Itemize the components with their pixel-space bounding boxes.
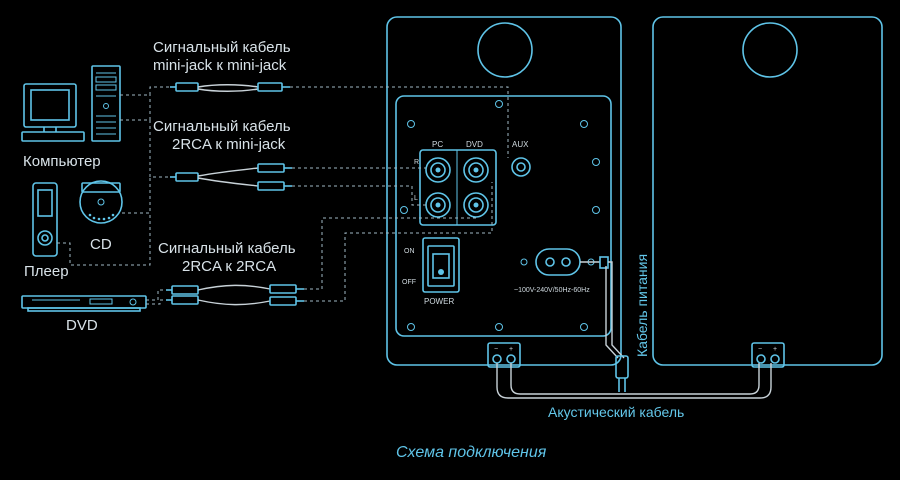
terminal-minus-label: −	[494, 346, 498, 353]
power-label: POWER	[424, 297, 454, 306]
rca-minijack-cable: Сигнальный кабель 2RCA к mini-jack	[153, 118, 426, 206]
panel-screws	[400, 100, 600, 331]
cable1-label-line1: Сигнальный кабель	[153, 39, 291, 56]
tweeter-left	[477, 22, 533, 78]
power-cable-label: Кабель питания	[634, 254, 650, 357]
diagram-caption: Схема подключения	[396, 444, 547, 461]
terminal-plus-label: +	[509, 346, 513, 353]
tweeter-right	[742, 22, 798, 78]
aux-input[interactable]: AUX	[511, 140, 531, 177]
left-channel-label: L	[414, 195, 418, 202]
speaker-cable: Акустический кабель	[496, 363, 772, 420]
rca-plug-icon	[166, 285, 199, 295]
speaker-cable-label: Акустический кабель	[548, 404, 684, 420]
cable2-label-line1: Сигнальный кабель	[153, 118, 291, 135]
ac-inlet[interactable]: ~100V-240V/50Hz-60Hz	[514, 248, 595, 294]
dvd-player-icon	[21, 295, 147, 312]
dvd-input-label: DVD	[466, 140, 483, 149]
rca-jack-dvd-r[interactable]	[463, 157, 489, 183]
rca-inputs: PC DVD R L	[414, 140, 497, 226]
rca-plug-icon	[257, 181, 292, 191]
power-switch[interactable]: ON OFF POWER	[402, 237, 460, 306]
rca-plug-icon	[269, 296, 304, 306]
minijack-cable: Сигнальный кабель mini-jack к mini-jack	[153, 39, 509, 158]
off-label: OFF	[402, 279, 416, 286]
minijack-plug-icon	[257, 82, 290, 92]
minijack-plug-icon	[170, 172, 199, 182]
left-speaker: PC DVD R L AUX	[386, 16, 622, 368]
right-channel-label: R	[414, 159, 419, 166]
rca-plug-icon	[166, 295, 199, 305]
rear-panel	[395, 95, 612, 337]
cable3-label-line1: Сигнальный кабель	[158, 240, 296, 257]
pc-label: PC	[432, 140, 443, 149]
cable3-label-line2: 2RCA к 2RCA	[182, 258, 276, 275]
dvd-label: DVD	[66, 317, 98, 334]
computer-icon	[21, 65, 121, 142]
speaker-terminals-right[interactable]: − +	[751, 342, 785, 368]
cable2-label-line2: 2RCA к mini-jack	[172, 136, 286, 153]
speaker-terminals-left[interactable]: − +	[487, 342, 521, 368]
aux-label: AUX	[512, 140, 529, 149]
cd-player-icon	[79, 180, 123, 224]
rca-plug-icon	[257, 163, 292, 173]
rca-jack-pc-r[interactable]	[425, 157, 451, 183]
terminal-plus-label: +	[773, 346, 777, 353]
terminal-minus-label: −	[758, 346, 762, 353]
computer-label: Компьютер	[23, 153, 101, 170]
power-plug-icon	[615, 355, 629, 392]
rca-rca-cable: Сигнальный кабель 2RCA к 2RCA	[158, 182, 493, 306]
on-label: ON	[404, 248, 415, 255]
power-cable: Кабель питания	[580, 254, 650, 392]
mp3-player-icon	[32, 182, 58, 257]
rca-jack-pc-l[interactable]	[425, 192, 451, 218]
minijack-plug-icon	[170, 82, 199, 92]
source-wiring	[57, 86, 170, 305]
player-label: Плеер	[24, 263, 69, 280]
right-speaker: − +	[652, 16, 883, 368]
cd-label: CD	[90, 236, 112, 253]
rca-jack-dvd-l[interactable]	[463, 192, 489, 218]
voltage-label: ~100V-240V/50Hz-60Hz	[514, 287, 590, 294]
cable1-label-line2: mini-jack к mini-jack	[153, 57, 287, 74]
rca-plug-icon	[269, 284, 304, 294]
